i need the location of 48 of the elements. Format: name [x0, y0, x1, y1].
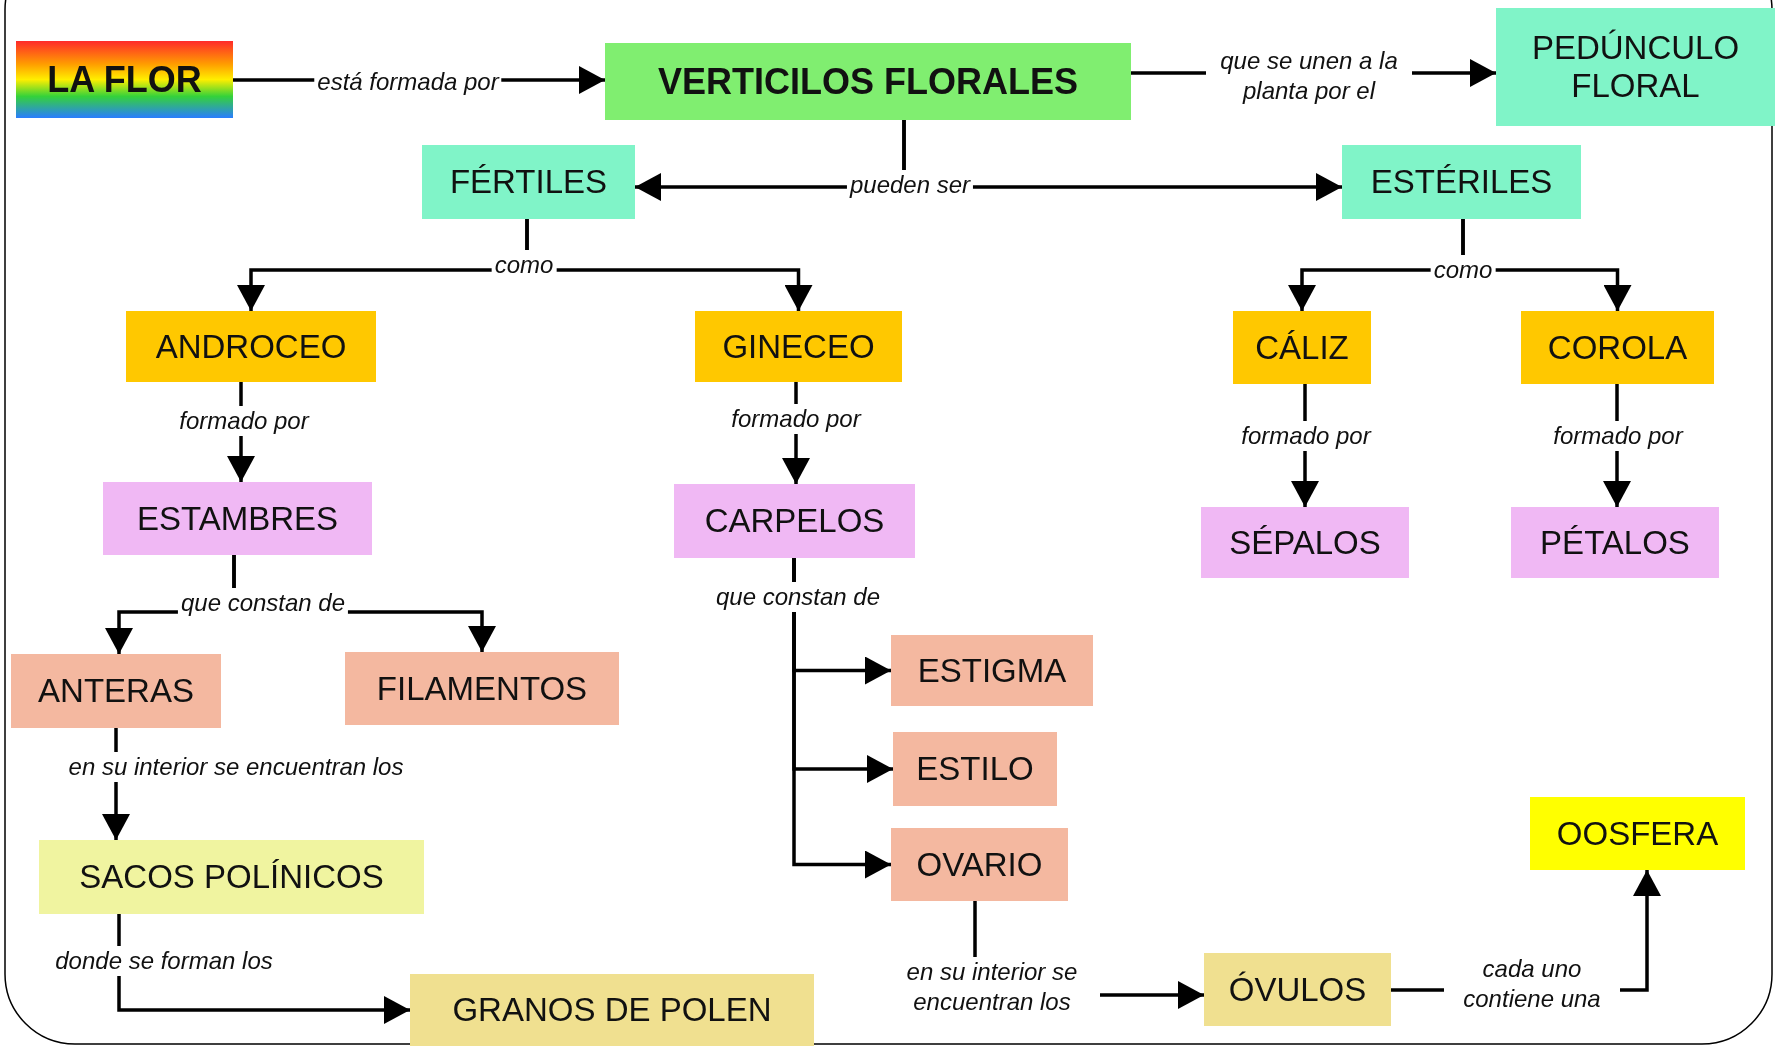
concept-box — [1342, 145, 1581, 219]
node-label: SACOS POLÍNICOS — [79, 858, 384, 896]
node-label: ESTILO — [916, 750, 1034, 788]
node-label: ÓVULOS — [1228, 970, 1367, 1009]
concept-box — [1233, 311, 1371, 384]
concept-box — [1204, 953, 1391, 1026]
node-label: OOSFERA — [1556, 814, 1719, 853]
concept-box — [103, 482, 372, 555]
node-label: CARPELOS — [704, 502, 885, 540]
arrow — [792, 558, 891, 879]
node-label: GRANOS DE POLEN — [452, 991, 772, 1029]
node-label: VERTICILOS FLORALES — [658, 60, 1078, 103]
node-label: ANDROCEO — [155, 327, 347, 366]
concept-box — [11, 654, 221, 728]
concept-box — [345, 652, 619, 725]
concept-box — [605, 43, 1131, 120]
node-label: ESTAMBRES — [136, 499, 339, 538]
concept-box — [126, 311, 376, 382]
node-label: CÁLIZ — [1255, 328, 1349, 367]
concept-box — [1496, 8, 1775, 126]
node-label: PÉTALOS — [1540, 523, 1690, 562]
concept-box — [1201, 507, 1409, 578]
concept-box — [422, 145, 635, 219]
concept-box — [891, 828, 1068, 901]
node-label: LA FLOR — [47, 58, 202, 101]
concept-box — [893, 732, 1057, 806]
concept-box — [1521, 311, 1714, 384]
node-label: ESTIGMA — [917, 651, 1067, 690]
arrow — [117, 914, 410, 1024]
edge-label: que constan de — [177, 588, 349, 618]
concept-box — [16, 41, 233, 118]
edge-label: pueden ser — [846, 170, 974, 200]
node-label: FÉRTILES — [449, 163, 608, 201]
concept-box — [1530, 797, 1745, 870]
concept-box — [674, 484, 915, 558]
node-label: OVARIO — [916, 845, 1043, 884]
node-label: PEDÚNCULO FLORAL — [1530, 29, 1741, 105]
concept-box — [891, 635, 1093, 706]
concept-box — [410, 974, 814, 1046]
node-label: FILAMENTOS — [376, 669, 588, 708]
concept-box — [39, 840, 424, 914]
node-label: GINECEO — [722, 327, 875, 366]
concept-box — [1511, 507, 1719, 578]
node-label: ESTÉRILES — [1370, 163, 1553, 201]
node-label: SÉPALOS — [1229, 523, 1381, 562]
node-label: ANTERAS — [38, 672, 194, 710]
concept-box — [695, 311, 902, 382]
node-label: COROLA — [1547, 328, 1688, 367]
